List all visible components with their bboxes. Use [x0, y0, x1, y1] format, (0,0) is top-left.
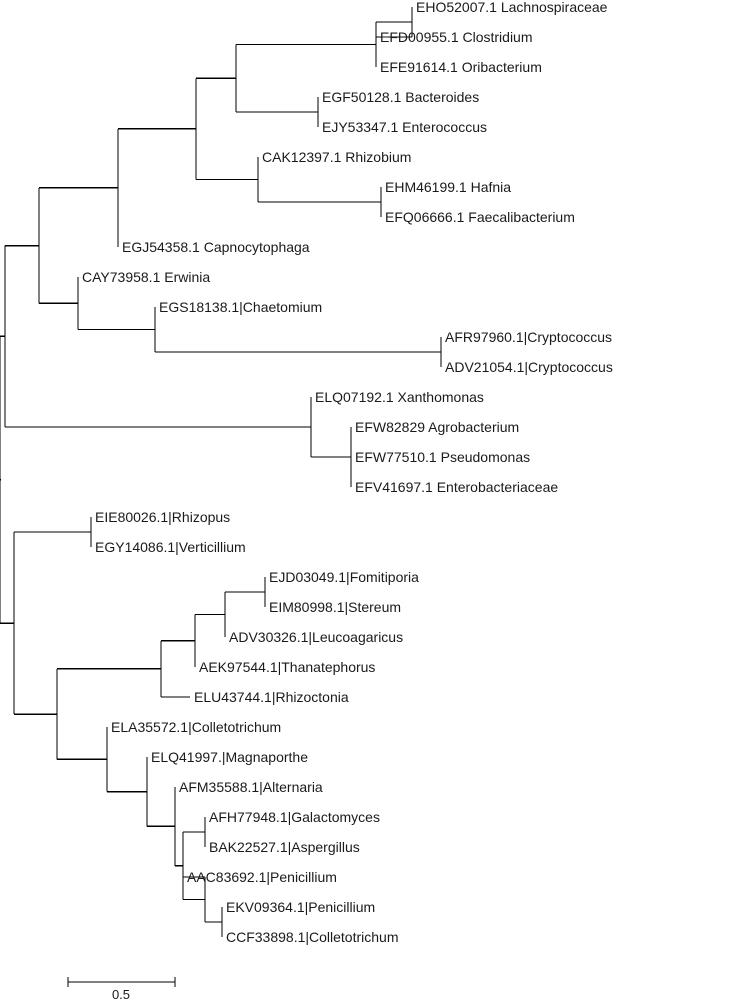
leaf-label: AFR97960.1|Cryptococcus — [445, 329, 612, 345]
leaf-label: EIM80998.1|Stereum — [269, 599, 401, 615]
leaf-label: EFW82829 Agrobacterium — [355, 419, 519, 435]
leaf-label: EFD00955.1 Clostridium — [380, 29, 533, 45]
leaf-label: EGF50128.1 Bacteroides — [322, 89, 479, 105]
leaf-label: EFW77510.1 Pseudomonas — [355, 449, 530, 465]
leaf-label: ADV30326.1|Leucoagaricus — [229, 629, 403, 645]
leaf-label: EFE91614.1 Oribacterium — [380, 59, 542, 75]
leaf-label: EHO52007.1 Lachnospiraceae — [416, 0, 608, 15]
leaf-label: EGJ54358.1 Capnocytophaga — [122, 239, 310, 255]
leaf-label: AEK97544.1|Thanatephorus — [199, 659, 375, 675]
leaf-label: CAY73958.1 Erwinia — [82, 269, 210, 285]
leaf-label: EKV09364.1|Penicillium — [226, 899, 375, 915]
leaf-label: EHM46199.1 Hafnia — [385, 179, 511, 195]
leaf-label: EIE80026.1|Rhizopus — [95, 509, 230, 525]
leaf-label: EJY53347.1 Enterococcus — [322, 119, 487, 135]
leaf-label: AAC83692.1|Penicillium — [187, 869, 337, 885]
leaf-label: EGS18138.1|Chaetomium — [159, 299, 322, 315]
leaf-label: EGY14086.1|Verticillium — [95, 539, 246, 555]
leaf-label: ELA35572.1|Colletotrichum — [111, 719, 281, 735]
leaf-label: AFM35588.1|Alternaria — [179, 779, 323, 795]
leaf-label: EJD03049.1|Fomitiporia — [269, 569, 419, 585]
scale-bar: 0.5 — [67, 977, 176, 1002]
scale-bar-label: 0.5 — [112, 987, 130, 1002]
leaf-label: ELQ07192.1 Xanthomonas — [315, 389, 484, 405]
leaf-label: EFQ06666.1 Faecalibacterium — [385, 209, 575, 225]
leaf-label: EFV41697.1 Enterobacteriaceae — [355, 479, 558, 495]
leaf-label: BAK22527.1|Aspergillus — [209, 839, 360, 855]
leaf-label: ELU43744.1|Rhizoctonia — [194, 689, 349, 705]
leaf-label: CCF33898.1|Colletotrichum — [226, 929, 399, 945]
tree-branches — [0, 7, 442, 937]
leaf-label: ELQ41997.|Magnaporthe — [151, 749, 308, 765]
leaf-label: AFH77948.1|Galactomyces — [209, 809, 380, 825]
leaf-label: CAK12397.1 Rhizobium — [262, 149, 411, 165]
leaf-label: ADV21054.1|Cryptococcus — [445, 359, 613, 375]
